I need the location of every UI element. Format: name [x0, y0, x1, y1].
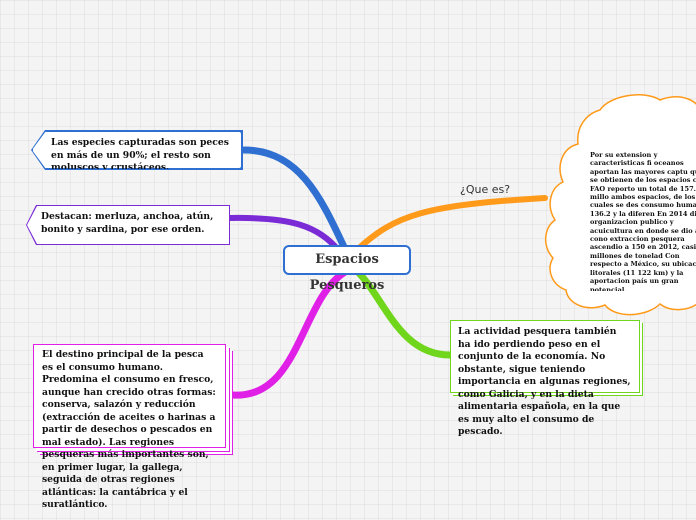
node-destino[interactable]: El destino principal de la pesca es el c…: [33, 344, 226, 510]
cloud-shape: [545, 94, 696, 316]
branch-que-es: [355, 195, 548, 252]
node-actividad[interactable]: La actividad pesquera también ha ido per…: [450, 320, 640, 437]
branch-especies: [240, 146, 349, 253]
node-cloud-que-es[interactable]: Por su extension y caracteristicas fi oc…: [590, 151, 696, 291]
branch-destino: [228, 268, 349, 399]
branch-destacan: [227, 214, 343, 255]
central-topic[interactable]: Espacios Pesqueros: [283, 245, 411, 293]
node-especies[interactable]: Las especies capturadas son peces en más…: [32, 131, 242, 169]
branch-actividad: [354, 268, 454, 359]
node-destacan[interactable]: Destacan: merluza, anchoa, atún, bonito …: [27, 206, 229, 244]
branch-label-que-es: ¿Que es?: [460, 183, 511, 196]
